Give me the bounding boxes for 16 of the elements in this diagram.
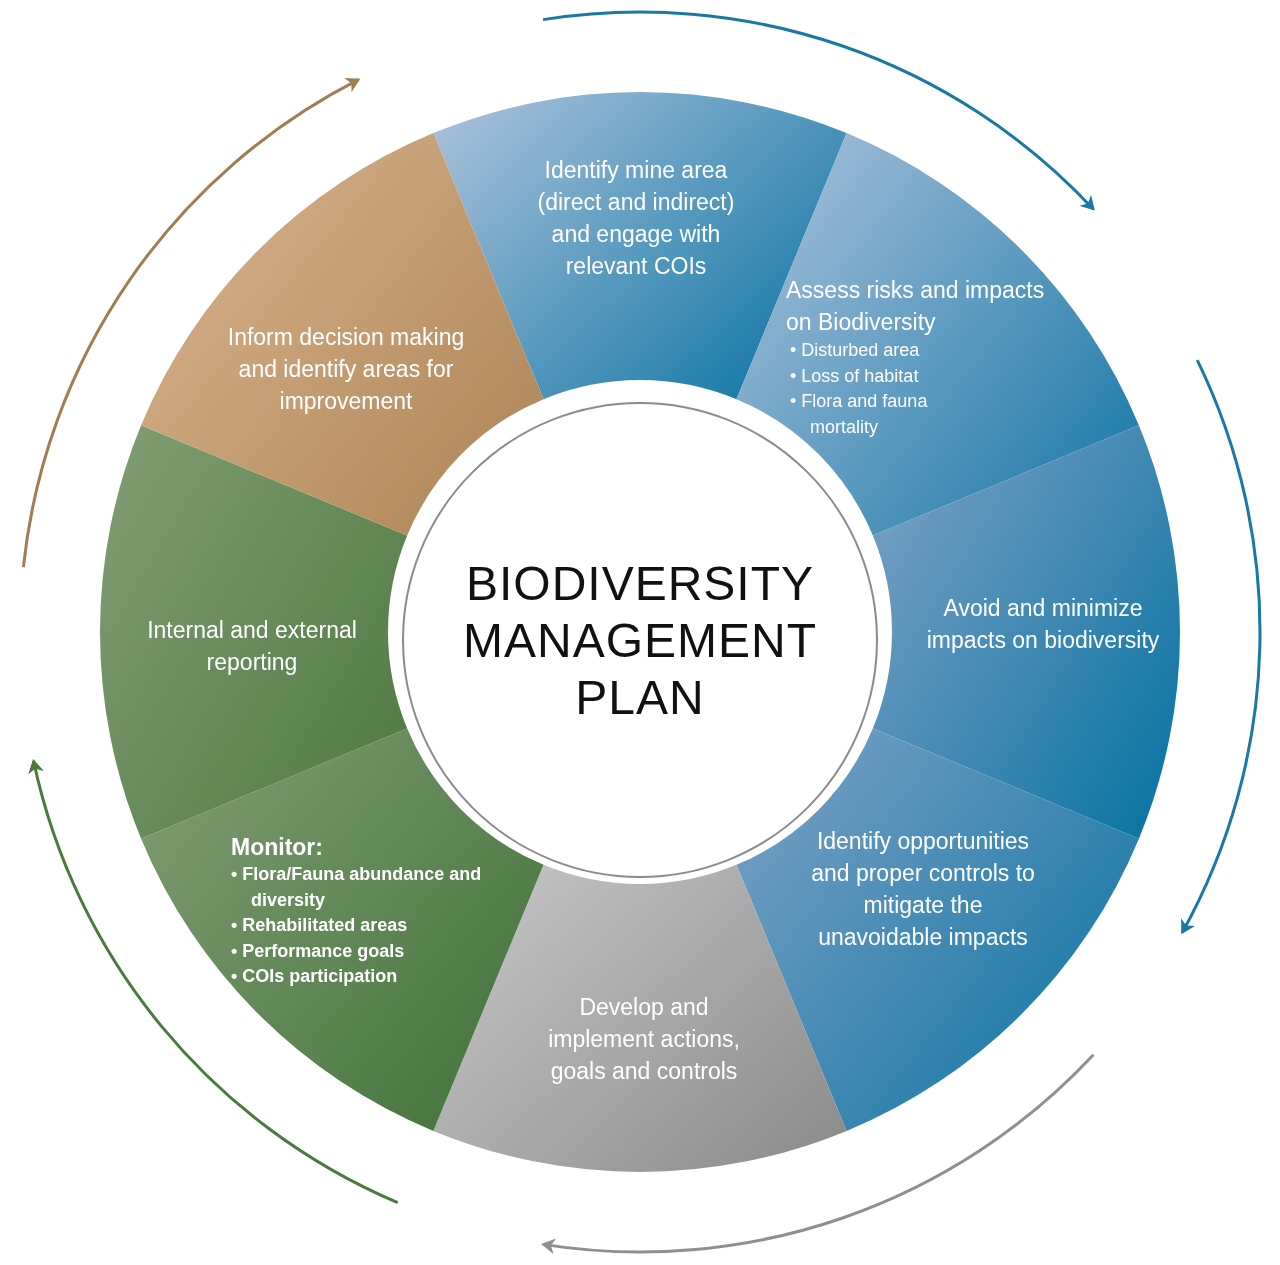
segment-heading: Assess risks and impacts on Biodiversity xyxy=(786,276,1046,337)
segment-label: Identify opportunities and proper controls to mitigate the unavoidable impacts xyxy=(810,827,1036,952)
bullet-item: • Flora/Fauna abundance and diversity xyxy=(231,863,483,912)
bullet-item: • COIs participation xyxy=(231,965,399,988)
segment-label: Develop and implement actions, goals and controls xyxy=(547,993,741,1086)
segment-label: Avoid and minimize impacts on biodiversity xyxy=(925,594,1161,655)
bullet-item: • Disturbed area xyxy=(790,339,921,362)
bullet-item: • Performance goals xyxy=(231,939,406,963)
bullet-item: • Loss of habitat xyxy=(790,364,920,388)
segment-label: Inform decision making and identify areas for improvement xyxy=(226,323,466,416)
segment-label: Internal and external reporting xyxy=(146,616,358,677)
segment-heading: Monitor: xyxy=(231,833,324,862)
center-title: BIODIVERSITY MANAGEMENT PLAN xyxy=(462,555,818,726)
bullet-item: • Flora and fauna mortality xyxy=(790,390,929,439)
segment-label: Identify mine area (direct and indirect) and engage with relevant COIs xyxy=(536,156,736,281)
bullet-item: • Rehabilitated areas xyxy=(231,914,409,937)
